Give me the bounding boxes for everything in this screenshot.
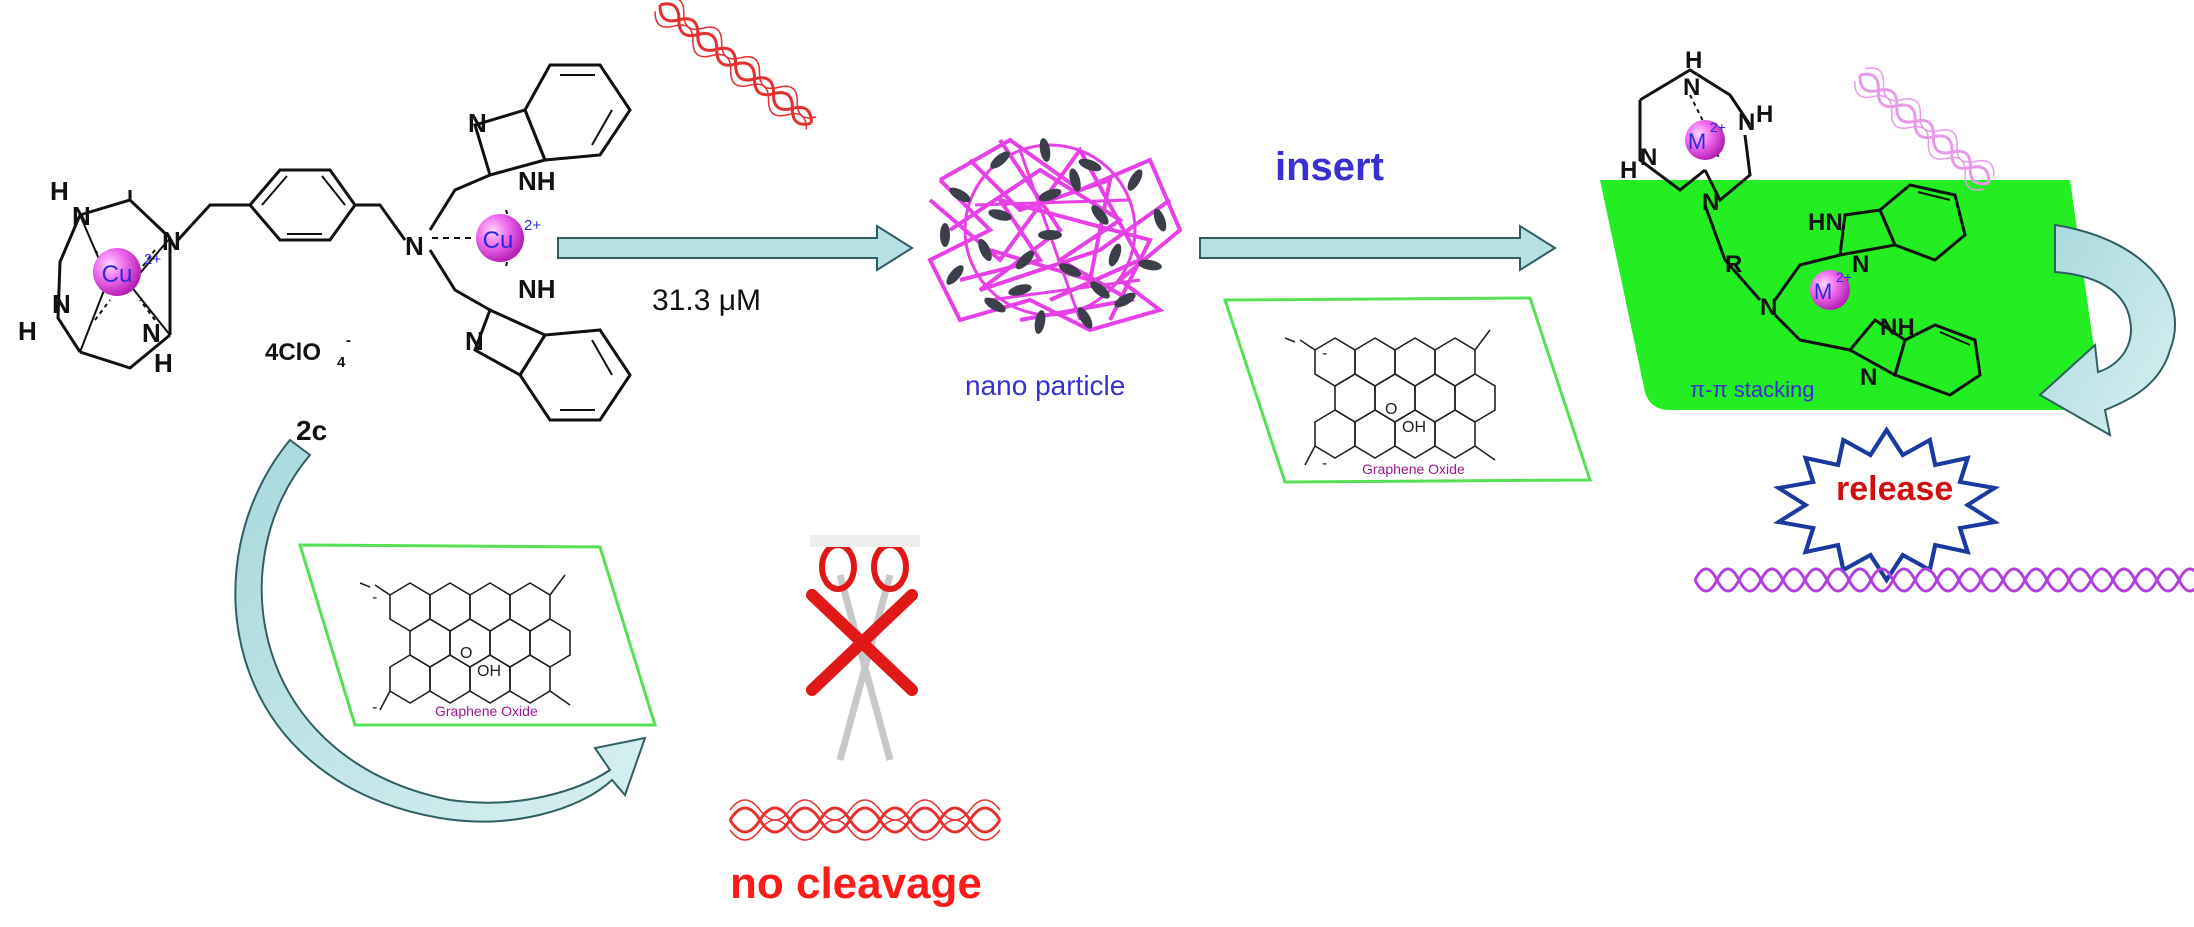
copper-ion-right: Cu 2+ <box>476 214 541 262</box>
cu-right-charge: 2+ <box>524 217 541 234</box>
metal-mid-charge: 2+ <box>1836 269 1852 285</box>
nanoparticle-label: nano particle <box>965 370 1125 401</box>
nanoparticle-cluster <box>927 137 1183 333</box>
graphene-oxide-sheet-lower: - - OH O Graphene Oxide <box>297 543 658 727</box>
atom-h: H <box>1620 157 1637 184</box>
dna-helix-icon <box>654 0 817 130</box>
atom-n: N <box>465 326 484 356</box>
cu-right-label: Cu <box>483 227 514 254</box>
dna-helix-icon <box>1693 567 2194 593</box>
atom-n: N <box>162 226 181 256</box>
go-lower-label: Graphene Oxide <box>435 703 538 719</box>
go-lower-hydroxyl: OH <box>477 663 501 680</box>
go-lower-anion: - <box>372 589 377 606</box>
atom-n: N <box>1640 144 1657 171</box>
atom-n: N <box>1683 74 1700 101</box>
counterion-charge: - <box>346 332 351 349</box>
atom-nh: NH <box>518 274 556 304</box>
compound-atom-labels: N H N N H N H N N NH NH N <box>18 108 556 378</box>
atom-n: N <box>1738 109 1755 136</box>
atom-n: N <box>142 318 161 348</box>
go-upper-hydroxyl: OH <box>1402 419 1426 436</box>
graphene-oxide-sheet-upper: - - OH O Graphene Oxide <box>1222 296 1593 484</box>
atom-n: N <box>52 289 71 319</box>
burst-icon <box>1773 426 2001 584</box>
metal-complex-structure <box>1638 68 1982 397</box>
curved-arrow-icon <box>234 438 647 823</box>
atom-h: H <box>18 316 37 346</box>
metal-top-label: M <box>1688 129 1706 154</box>
cross-mark-icon <box>806 589 918 696</box>
go-upper-label: Graphene Oxide <box>1362 461 1465 477</box>
stacking-label: π-π stacking <box>1690 377 1815 402</box>
insert-label: insert <box>1275 145 1384 189</box>
atom-n: N <box>1702 189 1719 216</box>
go-upper-anion: - <box>1322 345 1327 362</box>
no-cleavage-label: no cleavage <box>730 859 982 908</box>
atom-n: N <box>1860 364 1877 391</box>
linker-r: R <box>1725 251 1742 278</box>
nanoparticle-ellipses <box>940 138 1167 334</box>
atom-n: N <box>405 231 424 261</box>
curved-arrow-icon <box>2038 223 2176 437</box>
counterion-text: 4ClO <box>265 339 321 366</box>
atom-n: N <box>72 201 91 231</box>
atom-n: N <box>1760 294 1777 321</box>
atom-n: N <box>1852 251 1869 278</box>
concentration-label: 31.3 μM <box>652 284 761 317</box>
counterion-label: 4ClO 4 - <box>265 332 351 371</box>
atom-n: N <box>468 108 487 138</box>
metal-top-charge: 2+ <box>1710 119 1726 135</box>
atom-h: H <box>1756 101 1773 128</box>
copper-ion-left: Cu 2+ <box>93 248 161 296</box>
atom-hn: HN <box>1808 209 1843 236</box>
atom-nh: NH <box>518 166 556 196</box>
metal-mid-label: M <box>1814 279 1832 304</box>
scissors-icon <box>810 535 920 761</box>
cu-left-label: Cu <box>102 261 133 288</box>
green-complex-panel <box>1600 180 2101 410</box>
release-label: release <box>1836 470 1953 508</box>
cu-left-charge: 2+ <box>144 251 161 268</box>
compound-id: 2c <box>296 415 327 446</box>
dna-helix-icon <box>1854 67 1995 191</box>
arrow-compound-to-nanoparticle <box>557 224 914 272</box>
atom-h: H <box>50 176 69 206</box>
go-lower-anion-2: - <box>372 699 377 716</box>
go-upper-epoxy: O <box>1385 401 1397 418</box>
atom-h: H <box>154 348 173 378</box>
dna-helix-icon <box>728 799 1002 841</box>
compound-2c-structure <box>56 63 632 422</box>
atom-h: H <box>1685 47 1702 74</box>
go-upper-anion-2: - <box>1322 455 1327 472</box>
complex-atom-labels: H N N H H N N R N HN N NH N <box>1620 47 1915 391</box>
go-lower-epoxy: O <box>460 645 472 662</box>
metal-ion-mid: M 2+ <box>1810 269 1852 310</box>
arrow-nanoparticle-to-complex <box>1199 224 1557 272</box>
metal-ion-top: M 2+ <box>1685 119 1726 160</box>
counterion-subscript: 4 <box>337 354 346 371</box>
atom-nh: NH <box>1880 314 1915 341</box>
